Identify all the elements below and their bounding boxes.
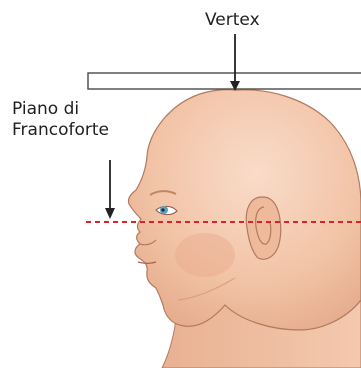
vertex-bar xyxy=(88,73,361,89)
eye-pupil xyxy=(161,208,164,211)
frankfort-label-line2: Francoforte xyxy=(12,120,109,141)
frankfort-label-line1: Piano di xyxy=(12,99,109,120)
cheek-shading xyxy=(175,233,235,277)
frankfort-plane-label: Piano di Francoforte xyxy=(12,99,109,141)
vertex-label: Vertex xyxy=(205,10,260,31)
frankfort-arrow-head xyxy=(105,208,115,219)
